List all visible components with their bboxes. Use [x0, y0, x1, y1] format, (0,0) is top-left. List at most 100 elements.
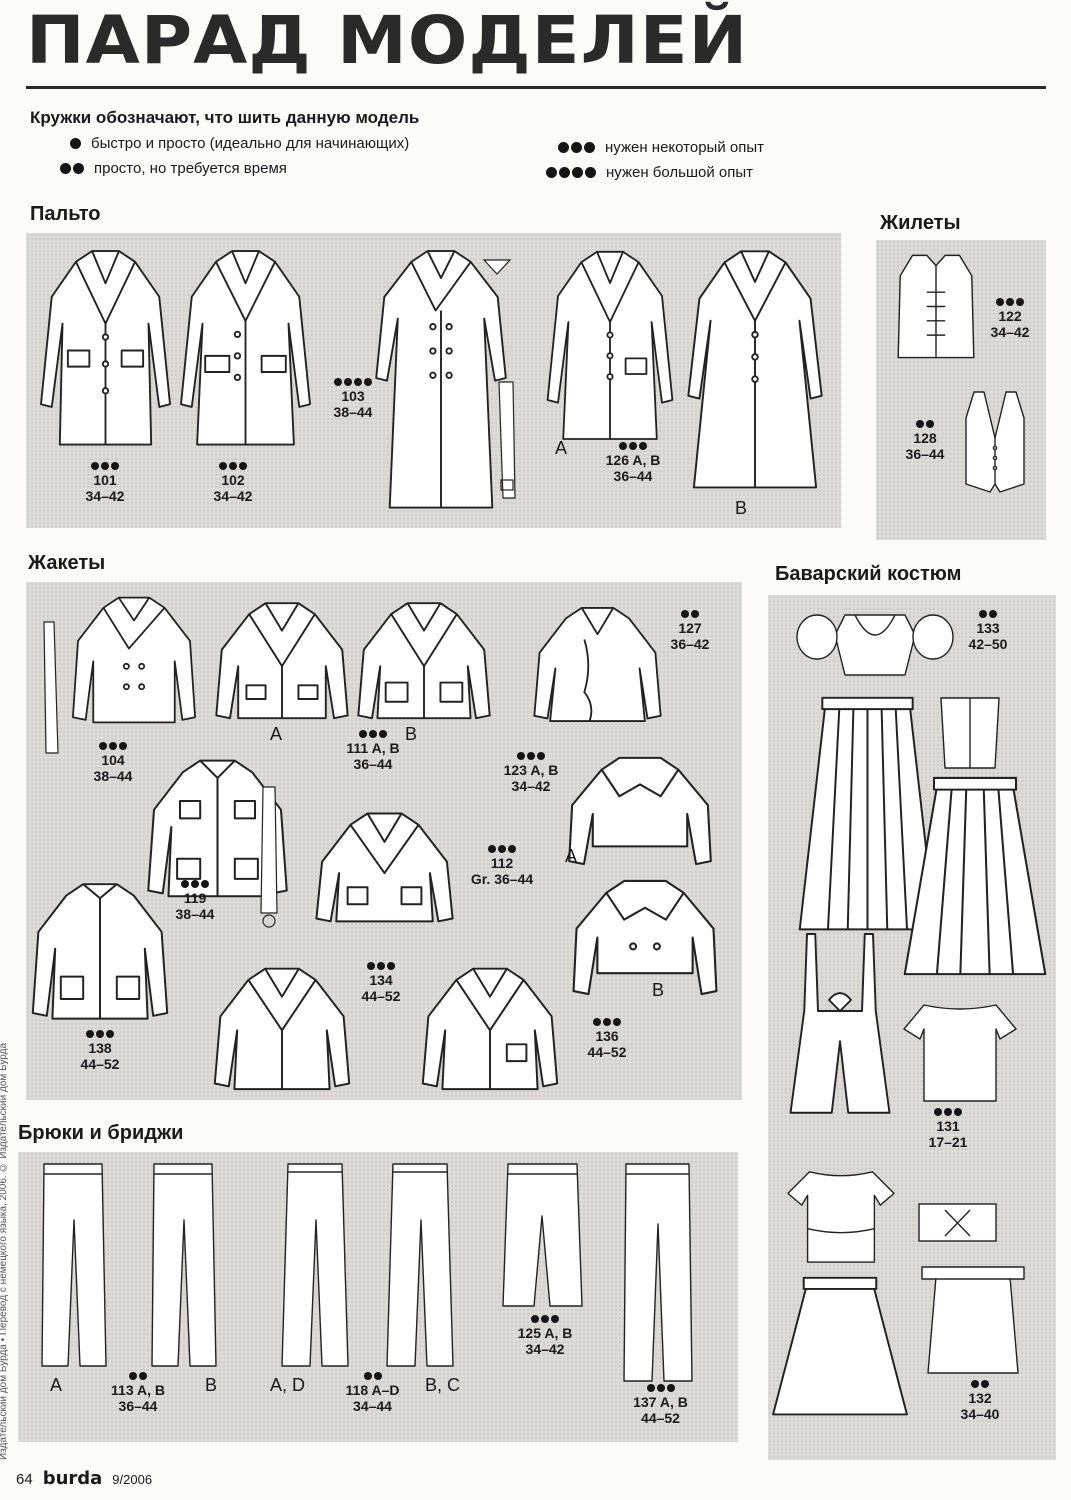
skirt-132-illustration[interactable] — [770, 1275, 910, 1420]
difficulty-dots — [160, 880, 230, 888]
model-sizes: 38–44 — [175, 906, 215, 923]
model-number: 118 A–D — [345, 1382, 400, 1398]
coat-126b-illustration[interactable] — [680, 243, 830, 493]
legend-heading: Кружки обозначают, что шить данную модел… — [30, 108, 420, 127]
model-label-132: 132 34–40 — [950, 1380, 1010, 1422]
difficulty-dot — [981, 1380, 989, 1388]
difficulty-dot — [1006, 298, 1014, 306]
difficulty-dot — [369, 730, 377, 738]
jacket-119-illustration[interactable] — [145, 752, 290, 902]
model-number: 113 A, B — [111, 1382, 165, 1398]
difficulty-dot — [954, 1108, 962, 1116]
coat-102-illustration[interactable] — [178, 243, 313, 458]
model-sizes: 34–42 — [85, 488, 125, 505]
difficulty-dot — [551, 1315, 559, 1323]
jacket-104-illustration[interactable] — [70, 590, 198, 730]
difficulty-dots — [328, 730, 418, 738]
difficulty-dots — [958, 610, 1018, 618]
jacket-111a-illustration[interactable] — [212, 595, 352, 725]
difficulty-dot — [571, 142, 582, 153]
jacket-123b-illustration[interactable] — [570, 875, 720, 1000]
jacket-134-illustration[interactable] — [212, 960, 352, 1095]
model-number: 128 — [913, 430, 937, 446]
trousers-113b-illustration[interactable] — [148, 1160, 218, 1370]
difficulty-dots — [346, 962, 416, 970]
trousers-118bc-illustration[interactable] — [385, 1160, 455, 1370]
model-number: 101 — [93, 472, 117, 488]
difficulty-dots — [70, 462, 140, 470]
difficulty-dot — [629, 442, 637, 450]
model-sizes: 34–42 — [990, 324, 1030, 341]
vest-122-illustration[interactable] — [890, 250, 982, 365]
difficulty-dots — [70, 138, 81, 149]
breeches-125-illustration[interactable] — [500, 1160, 585, 1310]
model-sizes: 38–44 — [93, 768, 133, 785]
jacket-112-illustration[interactable] — [312, 805, 457, 927]
model-label-138: 138 44–52 — [65, 1030, 135, 1072]
jacket-123a-illustration[interactable] — [565, 752, 715, 870]
difficulty-dot — [181, 880, 189, 888]
difficulty-dot — [344, 378, 352, 386]
jacket-136-illustration[interactable] — [420, 960, 560, 1095]
difficulty-dot — [60, 163, 71, 174]
model-sizes: 42–50 — [968, 636, 1008, 653]
model-label-126: 126 A, B 36–44 — [588, 442, 678, 484]
jacket-138-illustration[interactable] — [30, 875, 170, 1025]
legend-item-2: просто, но требуется время — [60, 160, 287, 177]
trousers-118ad-illustration[interactable] — [280, 1160, 350, 1370]
jacket-111b-illustration[interactable] — [354, 595, 494, 725]
model-sizes: 44–52 — [641, 1410, 680, 1427]
bolero-133-illustration[interactable] — [795, 605, 955, 690]
belt-104-illustration — [38, 620, 62, 755]
difficulty-dot — [488, 845, 496, 853]
page-footer: 64 burda 9/2006 — [16, 1468, 152, 1489]
model-number: 134 — [369, 972, 393, 988]
difficulty-dots — [335, 1372, 410, 1380]
model-number: 133 — [976, 620, 1000, 636]
difficulty-dots — [60, 163, 84, 174]
model-number: 111 A, B — [346, 740, 400, 756]
coat-126a-illustration[interactable] — [545, 243, 675, 453]
difficulty-dot — [86, 1030, 94, 1038]
difficulty-dot — [656, 1384, 665, 1392]
difficulty-dots — [895, 420, 955, 428]
model-label-133: 133 42–50 — [958, 610, 1018, 652]
legend-text: быстро и просто (идеально для начинающих… — [91, 135, 410, 152]
bodice-132-illustration[interactable] — [915, 1200, 1000, 1245]
model-label-131: 131 17–21 — [918, 1108, 978, 1150]
difficulty-dot — [979, 610, 987, 618]
model-sizes: 36–44 — [613, 468, 653, 485]
variant-label-111a: A — [270, 724, 283, 744]
coat-101-illustration[interactable] — [38, 243, 173, 458]
difficulty-dots — [486, 752, 576, 760]
model-label-118: 118 A–D 34–44 — [335, 1372, 410, 1414]
trousers-panel — [18, 1152, 738, 1442]
difficulty-dot — [96, 1030, 104, 1038]
jacket-127-illustration[interactable] — [530, 600, 665, 725]
difficulty-dot — [989, 610, 997, 618]
model-label-137: 137 A, B 44–52 — [618, 1384, 703, 1426]
model-label-125: 125 A, B 34–42 — [505, 1315, 585, 1357]
model-sizes: 34–42 — [525, 1341, 565, 1358]
corsage-133-illustration[interactable] — [935, 690, 1005, 772]
skirt-131-illustration[interactable] — [900, 775, 1050, 980]
blouse-131-illustration[interactable] — [900, 995, 1020, 1105]
breeches-131-illustration[interactable] — [785, 930, 895, 1125]
trousers-113a-illustration[interactable] — [38, 1160, 108, 1370]
difficulty-dot — [691, 610, 699, 618]
blouse-132-illustration[interactable] — [782, 1160, 900, 1268]
coat-103-illustration[interactable] — [372, 243, 510, 513]
difficulty-dot — [681, 610, 689, 618]
difficulty-dots — [660, 610, 720, 618]
difficulty-dot — [364, 378, 372, 386]
vest-128-illustration[interactable] — [960, 388, 1030, 496]
trousers-137-illustration[interactable] — [620, 1160, 695, 1385]
difficulty-dots — [980, 298, 1040, 306]
section-title-bavarian: Баварский костюм — [775, 563, 962, 585]
apron-132-illustration[interactable] — [918, 1265, 1028, 1377]
model-label-112: 112 Gr. 36–44 — [462, 845, 542, 887]
model-label-104: 104 38–44 — [78, 742, 148, 784]
variant-label-123a: A — [565, 846, 578, 866]
difficulty-dot — [572, 167, 583, 178]
difficulty-dot — [379, 730, 387, 738]
